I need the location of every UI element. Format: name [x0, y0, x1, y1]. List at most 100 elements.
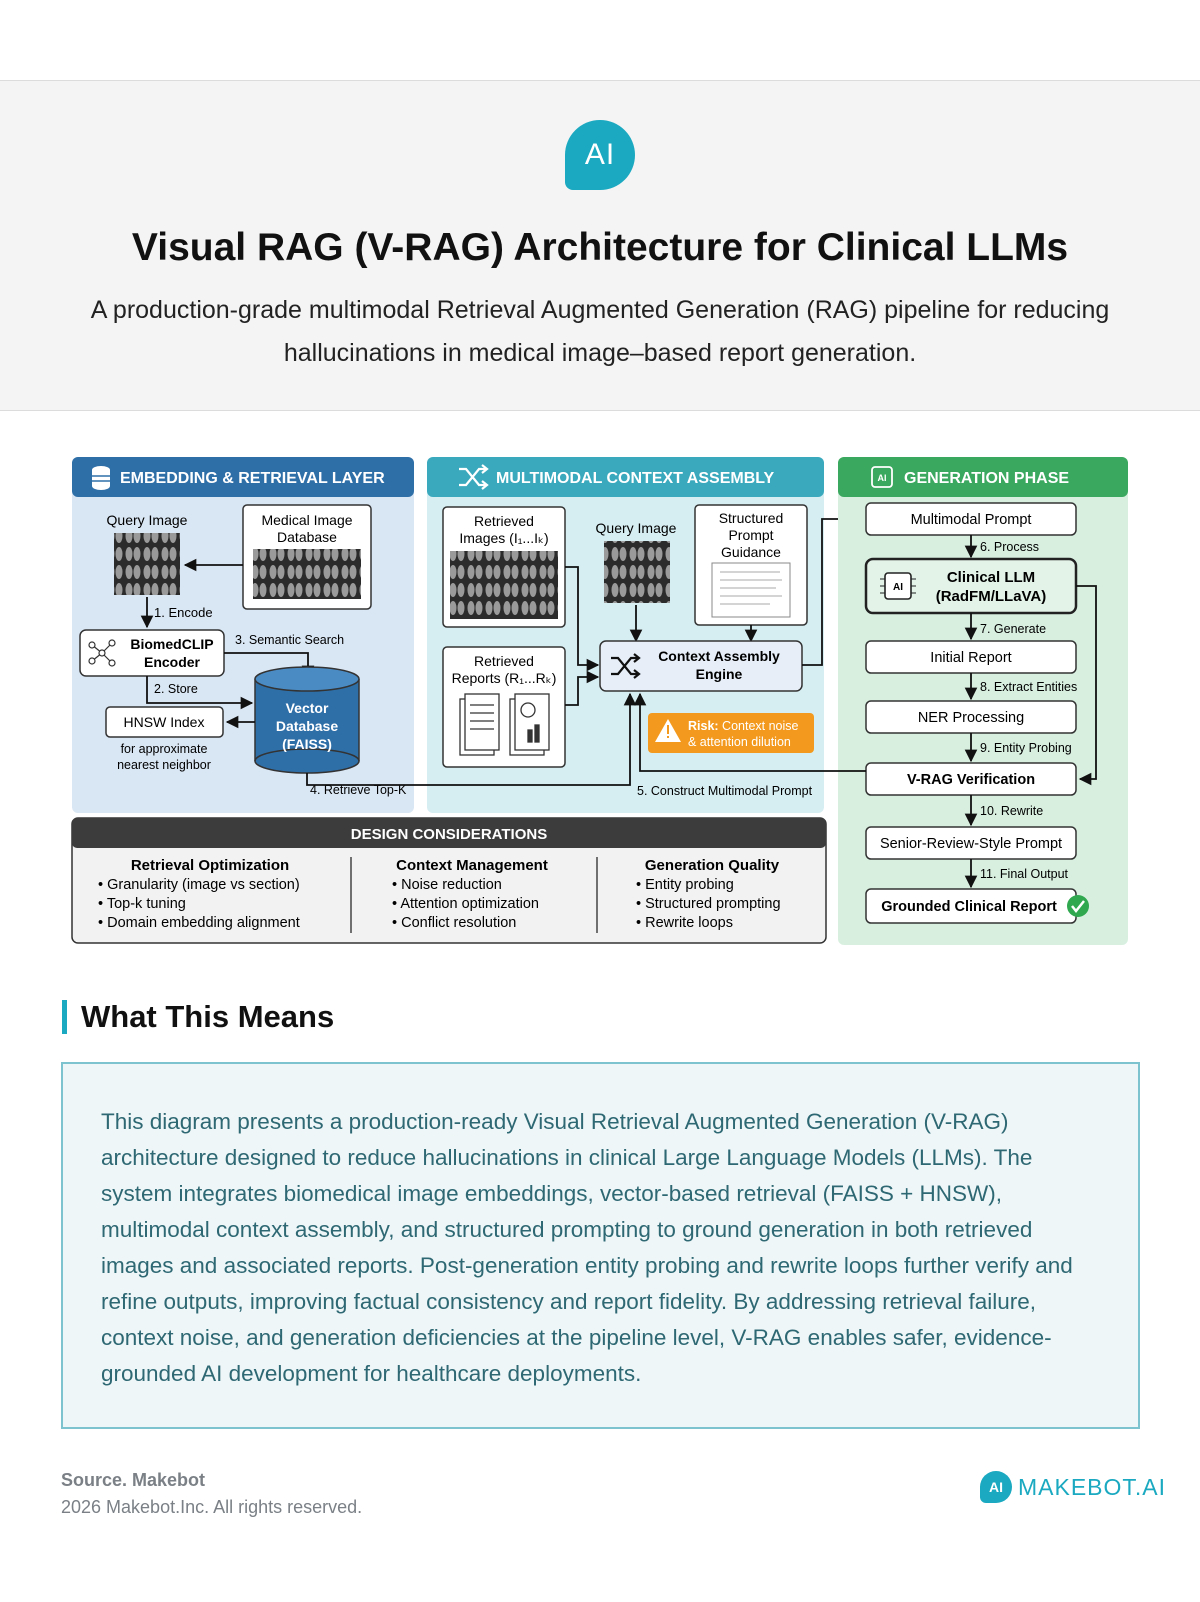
vector-db-label-2: Database: [276, 718, 338, 734]
step-encode-label: 1. Encode: [154, 605, 213, 620]
design-col2-heading: Context Management: [396, 857, 548, 874]
senior-review-prompt-label: Senior-Review-Style Prompt: [880, 836, 1062, 852]
ner-processing-label: NER Processing: [918, 710, 1024, 726]
shuffle-icon: [611, 653, 641, 679]
risk-line-2: & attention dilution: [688, 735, 791, 749]
encoder-label-1: BiomedCLIP: [130, 636, 213, 652]
generation-panel-title: GENERATION PHASE: [904, 470, 1069, 487]
guidance-label-3: Guidance: [721, 544, 781, 560]
guidance-label-1: Structured: [719, 510, 784, 526]
engine-label-2: Engine: [696, 666, 743, 682]
retrieved-images-thumbnails: [450, 551, 558, 619]
makebot-wordmark: MAKEBOT.AI: [1018, 1473, 1167, 1500]
hnsw-index-label: HNSW Index: [124, 714, 205, 730]
makebot-logo[interactable]: AI MAKEBOT.AI: [980, 1467, 1166, 1507]
risk-line-1: Context noise: [719, 719, 799, 733]
medical-db-label-1: Medical Image: [261, 512, 352, 528]
diagram-svg: EMBEDDING & RETRIEVAL LAYER Query Image …: [71, 457, 1128, 945]
embedding-panel: EMBEDDING & RETRIEVAL LAYER Query Image …: [72, 457, 414, 813]
design-panel-title: DESIGN CONSIDERATIONS: [351, 826, 547, 843]
page-subtitle: A production-grade multimodal Retrieval …: [90, 296, 1110, 367]
vrag-verification-label: V-RAG Verification: [907, 772, 1035, 788]
retrieved-images-label-1: Retrieved: [474, 513, 534, 529]
step6-label: 6. Process: [980, 540, 1039, 554]
svg-text:AI: AI: [878, 473, 887, 483]
retrieved-reports-label-2: Reports (R₁...Rₖ): [452, 670, 557, 686]
neural-network-icon: [88, 639, 116, 667]
generation-panel: AI GENERATION PHASE Multimodal Prompt 6.…: [633, 457, 1128, 945]
design-col3-item: • Entity probing: [636, 877, 734, 893]
architecture-diagram: EMBEDDING & RETRIEVAL LAYER Query Image …: [70, 455, 1130, 955]
risk-callout: [648, 713, 814, 753]
design-col1-item: • Domain embedding alignment: [98, 915, 300, 931]
vector-db-label-1: Vector: [286, 700, 329, 716]
database-icon: [92, 466, 110, 490]
step7-label: 7. Generate: [980, 622, 1046, 636]
risk-text-1: Risk: Context noise: [688, 719, 799, 733]
page-title: Visual RAG (V-RAG) Architecture for Clin…: [131, 226, 1069, 269]
design-col2-item: • Attention optimization: [392, 896, 539, 912]
design-col3-item: • Structured prompting: [636, 896, 781, 912]
warning-icon: [655, 719, 681, 742]
design-col2-item: • Conflict resolution: [392, 915, 516, 931]
hnsw-index-box: [105, 706, 224, 738]
svg-text:AI: AI: [893, 582, 903, 593]
generation-panel-header: [838, 457, 1128, 497]
vector-database-cylinder: [254, 666, 360, 774]
ai-chip-icon: AI: [871, 466, 893, 488]
makebot-logo-icon: AI: [980, 1471, 1012, 1503]
guidance-label-2: Prompt: [728, 527, 773, 543]
ai-logo-icon: AI: [565, 120, 635, 190]
header-band: AI Visual RAG (V-RAG) Architecture for C…: [0, 80, 1200, 411]
step11-label: 11. Final Output: [980, 867, 1069, 881]
arrow-store: [146, 676, 254, 710]
what-this-means-body: This diagram presents a production-ready…: [101, 1109, 1073, 1386]
footer-source: Source. Makebot: [61, 1470, 206, 1490]
multimodal-prompt-label: Multimodal Prompt: [911, 512, 1032, 528]
retrieved-reports-label-1: Retrieved: [474, 653, 534, 669]
design-col3-item: • Rewrite loops: [636, 915, 733, 931]
risk-label: Risk:: [688, 719, 719, 733]
context-panel-header: [427, 457, 824, 497]
shuffle-icon: [459, 464, 489, 490]
arrow-images-to-engine: [565, 566, 600, 672]
step-semantic-search-label: 3. Semantic Search: [235, 633, 344, 647]
design-col2-item: • Noise reduction: [392, 877, 502, 893]
footer-copyright: 2026 Makebot.Inc. All rights reserved.: [61, 1497, 363, 1517]
report-documents-icon: [459, 693, 550, 756]
ai-brain-chip-icon: AI: [880, 572, 916, 600]
engine-label-1: Context Assembly: [658, 648, 780, 664]
step-retrieve-label: 4. Retrieve Top-K: [310, 783, 407, 797]
design-col3-heading: Generation Quality: [645, 857, 780, 874]
step-construct-label: 5. Construct Multimodal Prompt: [637, 784, 813, 798]
medical-db-thumbnails: [253, 549, 361, 599]
embedding-panel-title: EMBEDDING & RETRIEVAL LAYER: [120, 470, 385, 487]
arrow-retrieve-topk: [306, 692, 637, 786]
arrow-verification-to-engine: [633, 692, 866, 772]
arrow-llm-to-verification: [1076, 585, 1097, 786]
design-col1-heading: Retrieval Optimization: [131, 857, 289, 874]
design-col1-item: • Granularity (image vs section): [98, 877, 300, 893]
hnsw-note-1: for approximate: [121, 742, 208, 756]
grounded-report-label: Grounded Clinical Report: [881, 899, 1057, 915]
context-panel: MULTIMODAL CONTEXT ASSEMBLY Retrieved Im…: [306, 457, 824, 813]
design-col1-item: • Top-k tuning: [98, 896, 186, 912]
embedding-panel-header: [72, 457, 414, 497]
arrow-reports-to-engine: [565, 670, 600, 706]
encoder-label-2: Encoder: [144, 654, 201, 670]
check-circle-icon: [1067, 895, 1089, 917]
what-this-means-heading: What This Means: [62, 1000, 334, 1034]
step-store-label: 2. Store: [154, 682, 198, 696]
step9-label: 9. Entity Probing: [980, 741, 1072, 755]
document-icon: [711, 562, 791, 618]
clinical-llm-label-1: Clinical LLM: [947, 569, 1035, 586]
step10-label: 10. Rewrite: [980, 804, 1043, 818]
vector-db-label-3: (FAISS): [282, 736, 332, 752]
hnsw-note-2: nearest neighbor: [117, 758, 211, 772]
what-this-means-box: This diagram presents a production-ready…: [61, 1062, 1140, 1429]
query-image-label: Query Image: [107, 512, 188, 528]
context-panel-title: MULTIMODAL CONTEXT ASSEMBLY: [496, 470, 775, 487]
step8-label: 8. Extract Entities: [980, 680, 1077, 694]
clinical-llm-label-2: (RadFM/LLaVA): [936, 588, 1047, 605]
medical-db-label-2: Database: [277, 529, 337, 545]
